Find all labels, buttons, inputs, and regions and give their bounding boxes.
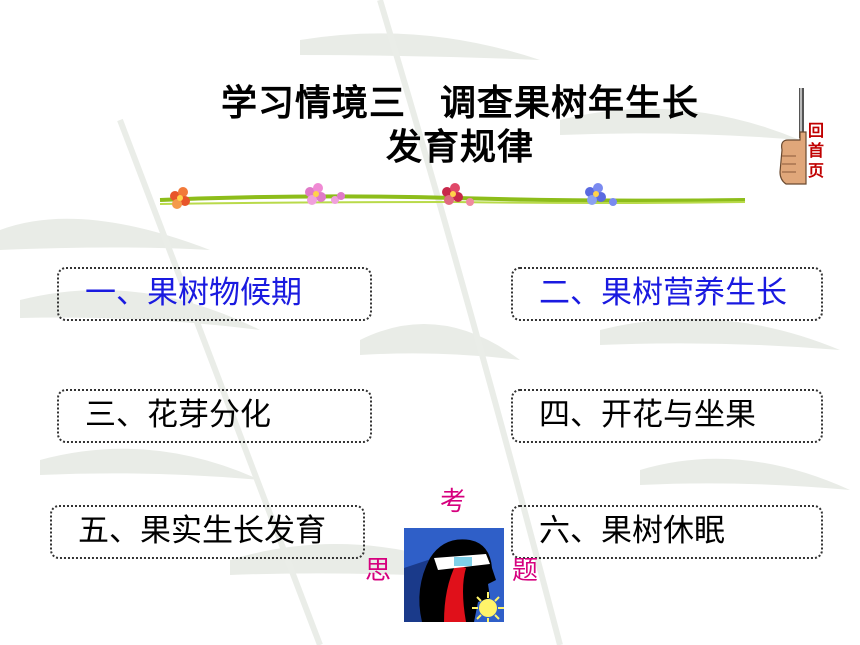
thinking-question-button[interactable] <box>404 528 504 622</box>
home-char-1: 回 <box>807 121 824 140</box>
menu-item-vegetative-growth[interactable]: 二、果树营养生长 <box>511 267 823 321</box>
menu-item-flower-bud-differentiation[interactable]: 三、花芽分化 <box>57 389 372 443</box>
think-label-si: 思 <box>365 556 392 586</box>
home-char-3: 页 <box>807 161 824 180</box>
think-label-kao: 考 <box>440 487 467 517</box>
think-label-ti: 题 <box>512 556 539 586</box>
title-line1-part1: 学习情境三 <box>220 83 406 124</box>
home-label: 回 首 页 <box>806 121 826 181</box>
thinking-head-icon <box>404 528 504 622</box>
menu-item-dormancy[interactable]: 六、果树休眠 <box>511 505 823 559</box>
title-line1-part2: 调查果树年生长 <box>440 83 700 124</box>
flower-vine-divider <box>159 183 746 209</box>
title-line2: 发育规律 <box>385 127 534 168</box>
home-button[interactable]: 回 首 页 <box>778 88 826 188</box>
menu-item-phenology[interactable]: 一、果树物候期 <box>57 267 372 321</box>
menu-item-fruit-growth[interactable]: 五、果实生长发育 <box>50 505 365 559</box>
menu-item-flowering-fruit-set[interactable]: 四、开花与坐果 <box>511 389 823 443</box>
home-char-2: 首 <box>807 141 824 160</box>
page-title: 学习情境三调查果树年生长 发育规律 <box>150 82 770 170</box>
pointing-hand-icon <box>779 88 807 185</box>
